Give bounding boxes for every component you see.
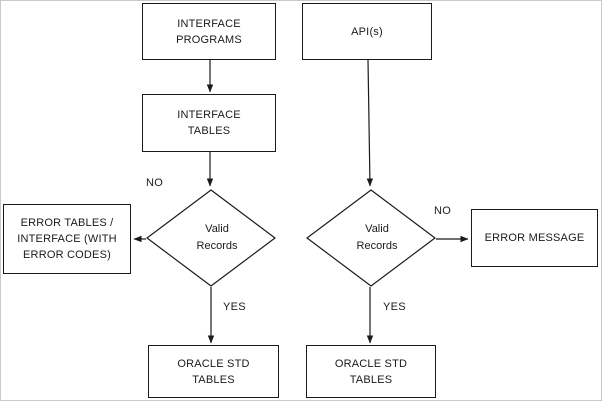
node-interface-tables-line-2: TABLES [187, 125, 231, 137]
edge-label-yes-right: YES [383, 301, 406, 313]
node-error-tables[interactable]: ERROR TABLES / INTERFACE (WITH ERROR COD… [3, 204, 131, 274]
node-oracle-std-tables-right-line-1: ORACLE STD [334, 357, 408, 370]
node-error-message[interactable]: ERROR MESSAGE [471, 209, 598, 267]
edge-label-no-left: NO [146, 177, 164, 189]
node-apis-line-1: API(s) [351, 25, 383, 38]
diamond-shape-right [306, 189, 436, 287]
node-oracle-std-tables-left-line-2: TABLES [192, 373, 235, 386]
node-oracle-std-tables-right-line-2: TABLES [349, 373, 393, 386]
node-apis[interactable]: API(s) [302, 3, 432, 60]
edge-apis-to-valid-records-right [366, 59, 374, 187]
node-error-message-line-1: ERROR MESSAGE [484, 232, 585, 244]
node-interface-tables[interactable]: INTERFACE TABLES [142, 94, 276, 152]
edge-label-yes-left: YES [223, 301, 246, 313]
node-interface-programs-line-2: PROGRAMS [176, 33, 242, 46]
diamond-shape-left [146, 189, 276, 287]
node-valid-records-left[interactable]: Valid Records [146, 189, 276, 287]
node-error-tables-line-3: ERROR CODES) [23, 249, 111, 261]
node-oracle-std-tables-left[interactable]: ORACLE STD TABLES [148, 345, 279, 398]
edge-label-no-right: NO [434, 205, 452, 217]
node-interface-programs-line-1: INTERFACE [177, 17, 241, 30]
node-valid-records-right[interactable]: Valid Records [306, 189, 436, 287]
node-error-tables-line-1: ERROR TABLES / [20, 217, 114, 229]
node-error-tables-line-2: INTERFACE (WITH [17, 233, 117, 245]
node-oracle-std-tables-left-line-1: ORACLE STD [177, 357, 250, 370]
node-oracle-std-tables-right[interactable]: ORACLE STD TABLES [306, 345, 436, 398]
node-interface-programs[interactable]: INTERFACE PROGRAMS [142, 3, 276, 60]
node-interface-tables-line-1: INTERFACE [177, 109, 241, 121]
